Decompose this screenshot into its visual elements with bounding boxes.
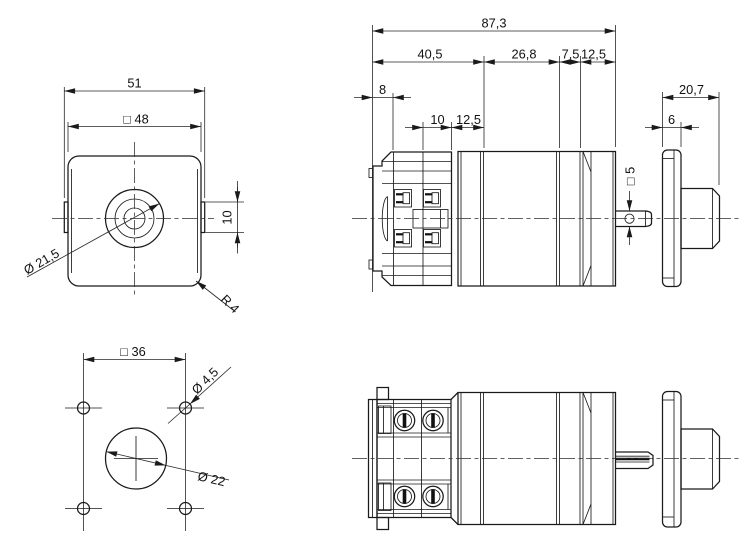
dim-total-length-label: 87,3 xyxy=(482,16,507,31)
dim-shaft-square-label: □ 5 xyxy=(623,167,638,185)
leader-hole-diameter: Ø 4,5 xyxy=(167,364,232,424)
dim-gearbox-length-label: 40,5 xyxy=(418,47,443,62)
groove-chamfer-top xyxy=(582,151,592,173)
front-view-centerlines xyxy=(52,142,214,297)
dim-hole-spacing: □ 36 xyxy=(83,344,186,363)
mounting-holes xyxy=(65,401,204,516)
leader-bore-diameter: Ø 21,5 xyxy=(21,203,160,278)
dim-output-length-label: 20,7 xyxy=(679,82,704,97)
dim-output-length: 20,7 xyxy=(662,82,720,185)
clamp-plate-bottom xyxy=(378,482,392,511)
leader-bore-diameter-label: Ø 21,5 xyxy=(21,245,62,277)
dim-groove-length-label: 7,5 xyxy=(562,47,580,62)
dim-overall-width-label: 51 xyxy=(127,76,141,91)
dim-terminal-pitch-label: 12,5 xyxy=(456,112,481,127)
dim-cap-length-label: 8 xyxy=(379,82,386,97)
dim-square-size: □ 48 xyxy=(67,112,202,152)
mounting-view: □ 36 Ø 4,5 Ø 22 xyxy=(65,344,232,531)
leader-corner-radius-label: R 4 xyxy=(218,292,243,317)
bottom-view-hub xyxy=(680,428,721,490)
clamp-plate-top xyxy=(378,405,392,434)
dim-terminal-lengths: 10 12,5 xyxy=(405,112,484,150)
terminal-screws xyxy=(393,409,444,508)
side-tab-left xyxy=(63,201,69,234)
side-tab-right xyxy=(200,201,206,234)
bottom-view xyxy=(352,386,742,531)
front-view: 51 □ 48 10 Ø 21,5 R 4 xyxy=(21,76,244,317)
groove-chamfer-bottom xyxy=(582,265,592,287)
dim-total-length: 87,3 xyxy=(372,16,616,292)
dim-cap-length: 8 xyxy=(354,82,411,150)
bottom-view-connector xyxy=(367,386,459,531)
terminal-contacts xyxy=(394,189,441,248)
leader-pilot-diameter: Ø 22 xyxy=(106,451,230,489)
bottom-view-flange xyxy=(661,390,682,528)
dim-square-size-label: □ 48 xyxy=(123,112,149,127)
side-view: 87,3 40,5 26,8 7,5 12,5 8 xyxy=(352,16,742,292)
leader-pilot-diameter-label: Ø 22 xyxy=(196,468,226,489)
dim-flange-thickness: 6 xyxy=(645,112,699,147)
dim-tab-height-label: 10 xyxy=(220,210,235,224)
bottom-view-shaft xyxy=(615,451,654,470)
side-view-connector xyxy=(368,151,453,287)
dim-collar-length-label: 12,5 xyxy=(581,47,606,62)
dim-flange-thickness-label: 6 xyxy=(668,112,675,127)
dim-tab-height: 10 xyxy=(205,181,244,254)
leader-corner-radius: R 4 xyxy=(195,280,243,317)
dim-overall-width: 51 xyxy=(63,76,206,198)
dim-motor-length-label: 26,8 xyxy=(512,47,537,62)
dim-shaft-square: □ 5 xyxy=(623,167,638,245)
dim-terminal-length-label: 10 xyxy=(430,112,444,127)
dim-section-lengths: 40,5 26,8 7,5 12,5 xyxy=(372,47,616,148)
dim-hole-spacing-label: □ 36 xyxy=(120,344,146,359)
